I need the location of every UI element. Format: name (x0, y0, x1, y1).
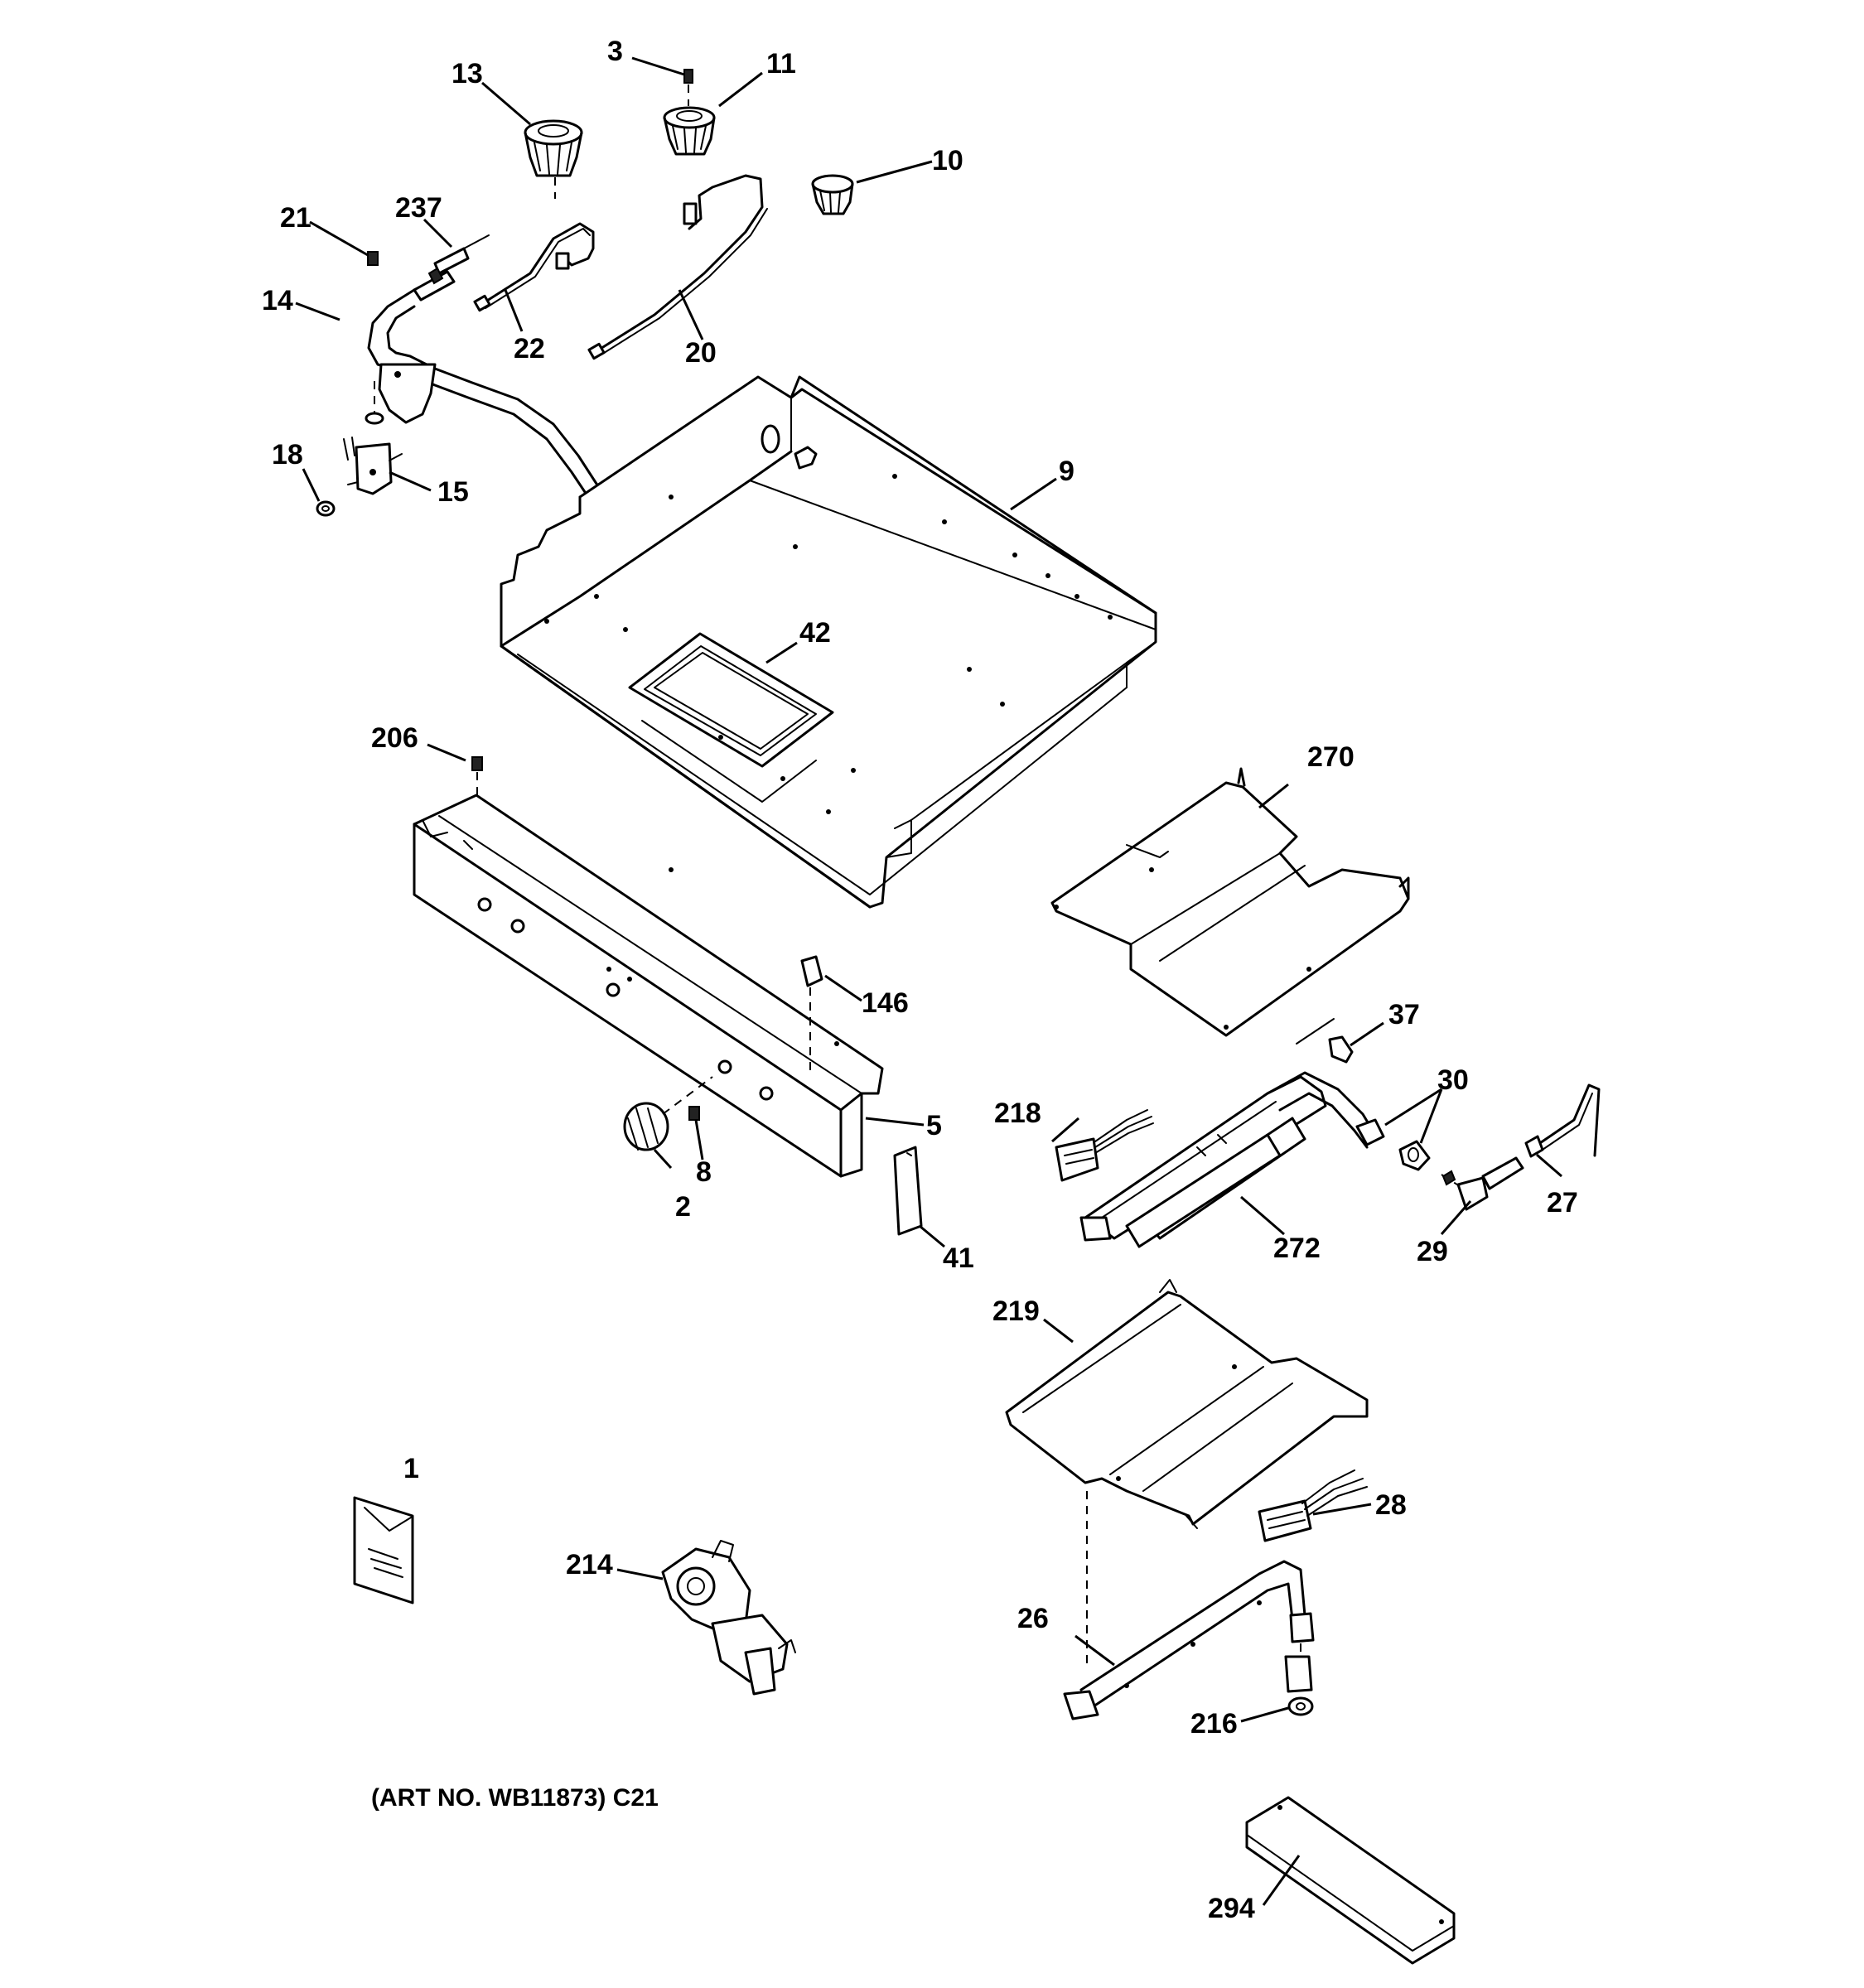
part-30-clip (1355, 1118, 1431, 1171)
part-3-screw (683, 69, 693, 106)
part-146-clip (800, 955, 823, 1077)
callout-9: 9 (1059, 456, 1074, 487)
callout-219: 219 (992, 1296, 1040, 1327)
callout-27: 27 (1547, 1187, 1578, 1218)
callout-13: 13 (452, 58, 483, 89)
callout-41: 41 (943, 1242, 974, 1274)
part-29-igniter (1441, 1156, 1524, 1211)
part-22-tube (473, 222, 595, 312)
part-237-orifice (413, 234, 490, 302)
callout-2: 2 (675, 1191, 691, 1223)
part-5-control-panel (413, 794, 884, 1178)
callout-294: 294 (1208, 1893, 1255, 1924)
part-272-burner-assembly (1079, 1071, 1377, 1248)
part-21-screw (367, 251, 379, 266)
callout-270: 270 (1307, 741, 1355, 773)
part-28-receptacle (1258, 1469, 1368, 1542)
callout-10: 10 (932, 145, 963, 176)
callout-20: 20 (685, 337, 717, 369)
part-26-bake-burner (1063, 1560, 1315, 1720)
callout-15: 15 (437, 476, 469, 508)
part-9-burner-box (500, 375, 1157, 909)
part-37-bracket (1328, 1035, 1354, 1064)
part-11-burner-head (663, 106, 716, 156)
callout-labels: 13 3 11 10 21 237 14 22 20 18 15 9 42 20… (262, 36, 1578, 1924)
part-294-bracket (1245, 1796, 1456, 1965)
callout-37: 37 (1388, 999, 1420, 1030)
part-216-orifice (1284, 1655, 1314, 1716)
callout-14: 14 (262, 285, 293, 316)
callout-218: 218 (994, 1098, 1041, 1129)
part-10-burner-head (811, 174, 854, 215)
part-41-end-cap (893, 1146, 923, 1236)
leader-lines (295, 56, 1562, 1906)
part-13-burner-head (524, 119, 583, 199)
callout-21: 21 (280, 202, 311, 234)
callout-214: 214 (566, 1549, 613, 1580)
callout-272: 272 (1273, 1233, 1321, 1264)
callout-29: 29 (1417, 1236, 1448, 1267)
callout-146: 146 (862, 987, 909, 1019)
callout-5: 5 (926, 1110, 942, 1141)
part-219-panel (1005, 1279, 1369, 1665)
part-18-nut (316, 500, 336, 517)
callout-22: 22 (514, 333, 545, 364)
callout-11: 11 (766, 48, 796, 80)
part-206-screw (471, 756, 483, 795)
part-27-tube (1524, 1083, 1601, 1158)
callout-237: 237 (395, 192, 442, 224)
callout-8: 8 (696, 1156, 712, 1188)
callout-28: 28 (1375, 1489, 1407, 1521)
callout-3: 3 (607, 36, 623, 67)
part-218-receptacle (1055, 1109, 1154, 1182)
callout-30: 30 (1437, 1064, 1469, 1096)
part-2-knob (623, 1076, 713, 1151)
part-15-valve (343, 381, 403, 495)
callout-42: 42 (799, 617, 831, 649)
part-214-valve-regulator (661, 1540, 796, 1696)
callout-26: 26 (1017, 1603, 1049, 1634)
callout-1: 1 (403, 1453, 419, 1484)
callout-216: 216 (1190, 1708, 1238, 1740)
art-number-caption: (ART NO. WB11873) C21 (371, 1784, 659, 1812)
callout-18: 18 (272, 439, 303, 470)
part-1-literature (353, 1496, 414, 1604)
part-8-screw (688, 1106, 700, 1121)
part-20-tube (587, 174, 768, 360)
callout-206: 206 (371, 722, 418, 754)
part-270-shield (1050, 767, 1410, 1045)
